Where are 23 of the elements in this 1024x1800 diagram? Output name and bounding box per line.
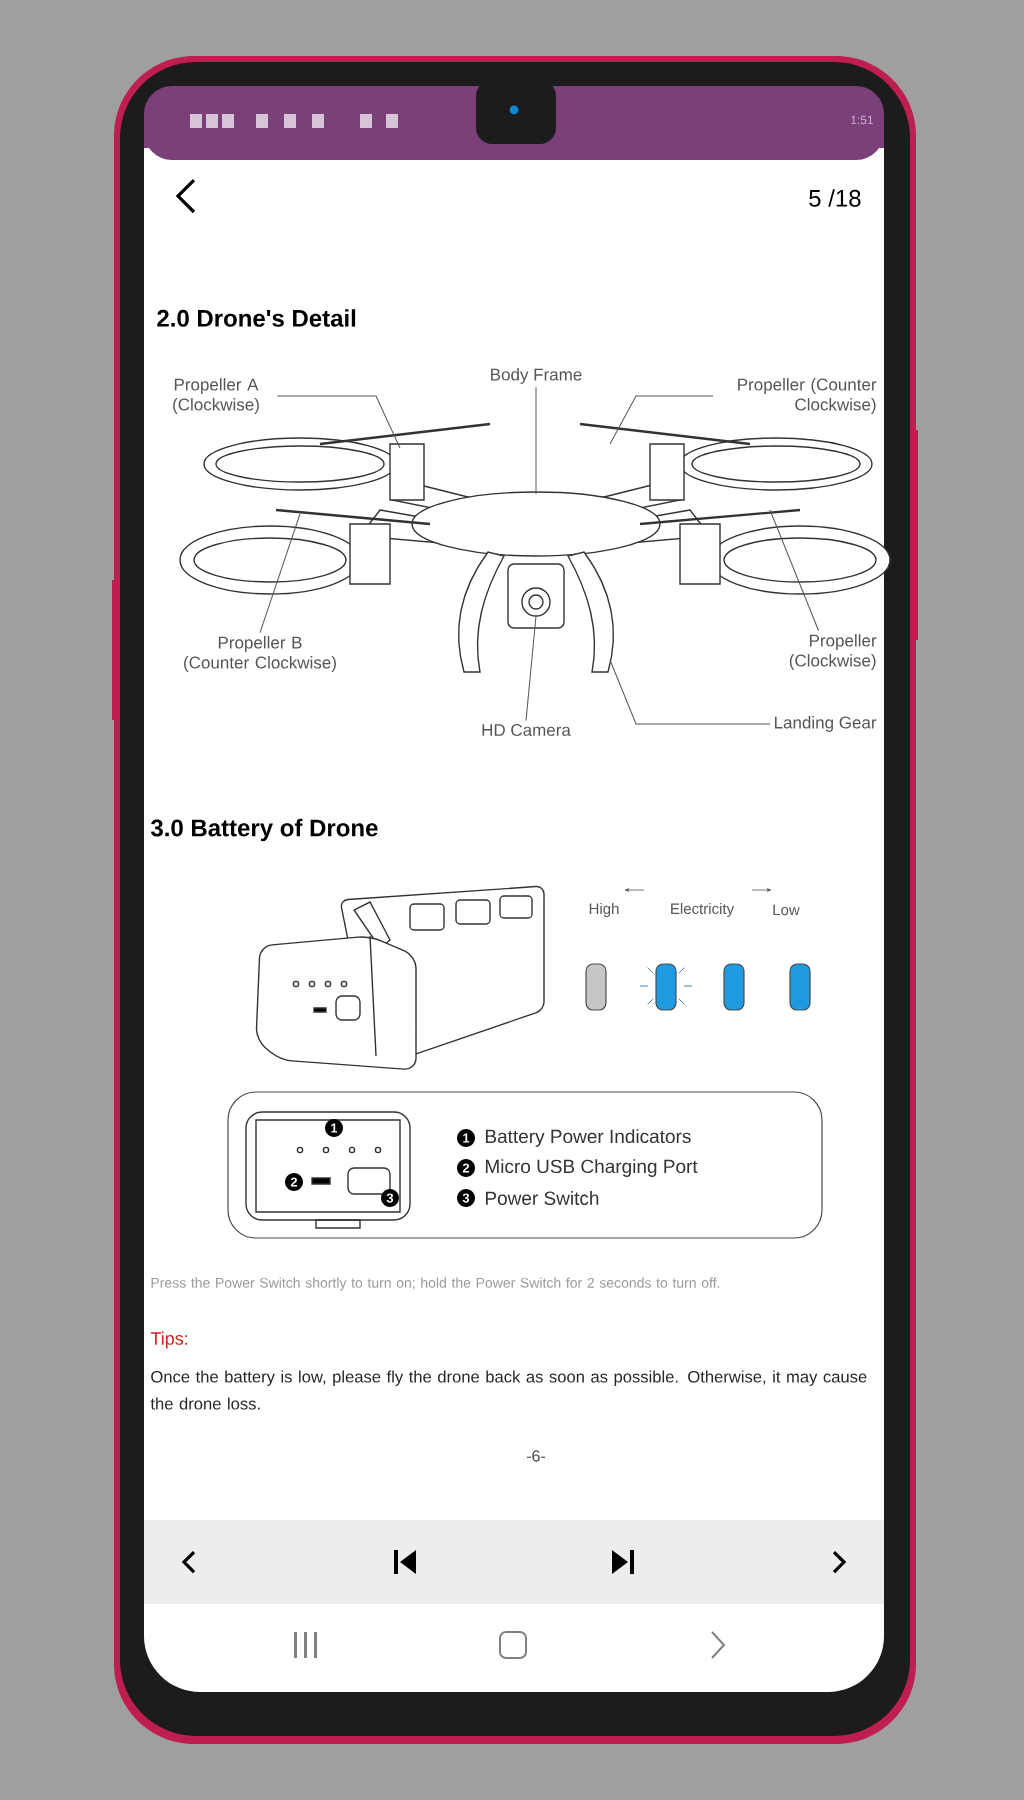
part-label: Propeller A (Clockwise) <box>173 378 259 414</box>
tip-text: Once the battery is low, please fly the drone back as soon as possible. Otherwise, it may cause the drone loss. <box>150 1370 867 1410</box>
leader-line <box>769 509 820 632</box>
leader-line <box>259 513 301 634</box>
leader-line <box>525 615 537 722</box>
leader-line <box>276 395 401 449</box>
page-footer: -6- <box>526 1450 546 1462</box>
legend-text: Micro USB Charging Port <box>485 1159 698 1177</box>
legend-text: Power Switch <box>485 1191 599 1205</box>
page-number: 5 /18 <box>809 189 861 207</box>
part-label: HD Camera <box>482 724 571 736</box>
part-label: Propeller (Clockwise) <box>789 634 877 670</box>
leader-line <box>609 659 771 725</box>
legend-text: Battery Power Indicators <box>485 1129 691 1147</box>
section-heading: 2.0 Drone's Detail <box>157 309 356 327</box>
part-label: Propeller (Counter Clockwise) <box>738 378 877 414</box>
part-label: Landing Gear <box>774 716 877 732</box>
part-label: Propeller B (Counter Clockwise) <box>184 636 336 672</box>
part-label: Body Frame <box>491 368 582 384</box>
leader-line <box>535 386 537 495</box>
leader-line <box>609 395 714 445</box>
tips-heading: Tips: <box>150 1331 188 1349</box>
section-heading: 3.0 Battery of Drone <box>150 818 378 842</box>
